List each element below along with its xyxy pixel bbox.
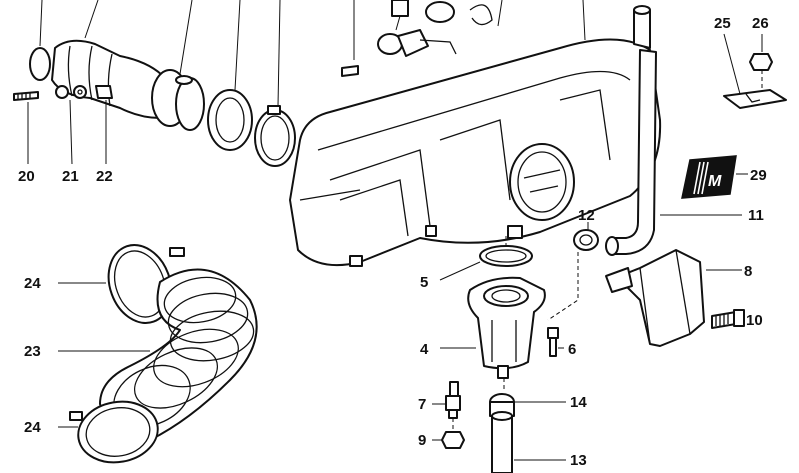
callout-24-bottom: 24 <box>24 419 41 436</box>
callout-22: 22 <box>96 168 113 185</box>
o-ring-5 <box>479 245 533 267</box>
callout-5: 5 <box>420 274 428 291</box>
callout-29: 29 <box>750 167 767 184</box>
hose-end <box>605 236 619 256</box>
hose-13-end <box>491 411 513 421</box>
resonator-flange <box>483 285 529 307</box>
nut-22 <box>95 85 113 99</box>
nut-9 <box>441 431 465 449</box>
clip-25 <box>723 89 787 109</box>
hose-11 <box>605 49 742 256</box>
callout-20: 20 <box>18 168 35 185</box>
hose-clamp-top <box>175 75 193 85</box>
callout-6: 6 <box>568 341 576 358</box>
m-badge-letter: M <box>708 173 722 190</box>
cap-part <box>425 1 455 23</box>
top-center-parts <box>341 0 586 77</box>
stud-7 <box>449 381 459 397</box>
washer-21a <box>55 85 69 99</box>
callout-23: 23 <box>24 343 41 360</box>
washer-21b <box>73 85 87 99</box>
callout-26: 26 <box>752 15 769 32</box>
resonator-nipple <box>497 365 509 379</box>
callout-14: 14 <box>570 394 587 411</box>
collector-stud-b <box>425 225 437 237</box>
callout-4: 4 <box>420 341 429 358</box>
clamp-screw <box>267 105 281 115</box>
seal-ring <box>29 47 51 81</box>
bracket-tab <box>605 267 633 293</box>
screw-6-shank <box>549 337 557 357</box>
collector-stud-a <box>349 255 363 267</box>
stud-7-base <box>448 409 458 419</box>
bellows-ring-2 <box>175 77 205 131</box>
clamp-24-top-screw <box>169 247 185 257</box>
hose-13 <box>491 415 513 473</box>
m-logo-29: M <box>681 155 748 199</box>
callout-10: 10 <box>746 312 763 329</box>
screw-6 <box>547 327 564 357</box>
vent-pipe-end <box>633 5 651 15</box>
callout-24-top: 24 <box>24 275 41 292</box>
rubber-sleeve <box>207 89 253 151</box>
screw-top <box>341 65 359 77</box>
clamp-12 <box>547 222 599 321</box>
hose-clamp-12 <box>573 229 599 251</box>
ring-5 <box>439 236 533 281</box>
callout-21: 21 <box>62 168 79 185</box>
lower-hose-assembly <box>58 244 258 464</box>
small-fitting <box>391 0 409 17</box>
clip-25-26 <box>723 33 787 109</box>
small-parts-bottom <box>432 381 566 473</box>
callout-13: 13 <box>570 452 587 469</box>
callout-11: 11 <box>748 207 764 224</box>
resonator-4 <box>440 276 546 392</box>
clamp-24-top <box>107 244 173 324</box>
intake-boot-assembly <box>13 0 296 167</box>
grommet-7 <box>445 395 461 411</box>
callout-7: 7 <box>418 396 426 413</box>
collector-port <box>509 143 575 221</box>
valve-actuator <box>397 29 429 57</box>
callout-8: 8 <box>744 263 752 280</box>
collector-stud-c <box>507 225 523 239</box>
bolt-10-head <box>733 309 745 327</box>
nut-26 <box>749 53 773 71</box>
vent-pipe-top <box>633 9 651 49</box>
bracket-8 <box>605 249 745 347</box>
callout-12: 12 <box>578 207 595 224</box>
callout-25: 25 <box>714 15 731 32</box>
callout-9: 9 <box>418 432 426 449</box>
clamp-24-bottom <box>77 400 159 464</box>
air-collector <box>289 5 662 267</box>
screw-6-head <box>547 327 559 339</box>
clamp-24-bottom-screw <box>69 411 83 421</box>
callout-labels: 20 21 22 25 26 29 12 11 8 10 5 4 6 7 14 … <box>18 15 769 469</box>
